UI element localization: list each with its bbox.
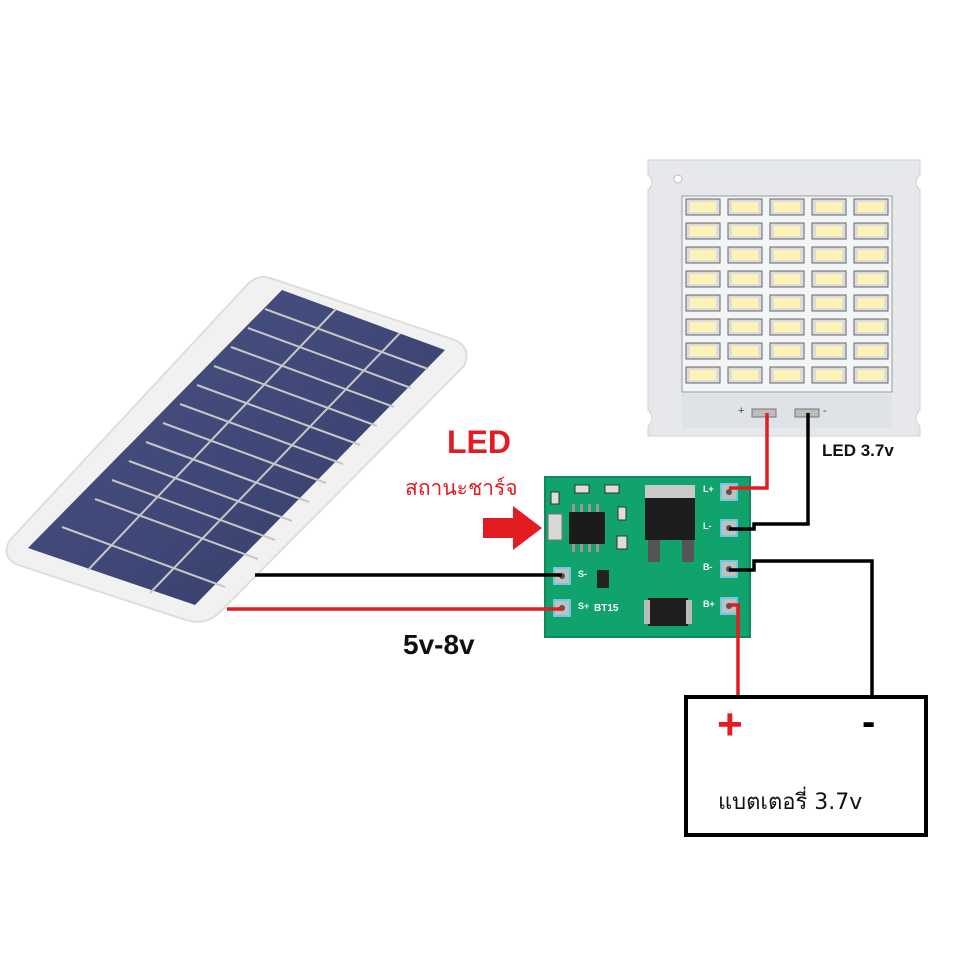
pin-label-b-plus: B+ <box>703 599 715 609</box>
led-panel <box>647 159 921 437</box>
led-indicator-subtitle: สถานะชาร์จ <box>405 476 518 500</box>
indicator-arrow <box>483 506 542 550</box>
pin-label-s-plus: S+ <box>578 601 590 611</box>
led-panel-voltage-label: LED 3.7v <box>822 441 894 460</box>
board-model-label: BT15 <box>594 603 619 614</box>
battery-label: แบตเตอรี่ 3.7v <box>718 790 863 815</box>
input-voltage-label: 5v-8v <box>403 629 475 660</box>
led-pad-plus: + <box>738 405 745 417</box>
battery-minus-sign: - <box>862 700 876 744</box>
pin-label-l-plus: L+ <box>703 484 714 494</box>
wire-led-positive <box>729 413 769 490</box>
pin-label-l-minus: L- <box>703 521 712 531</box>
pin-label-b-minus: B- <box>703 562 713 572</box>
solar-panel <box>5 275 468 623</box>
wire-battery-positive <box>729 603 740 697</box>
wire-led-negative <box>729 413 810 531</box>
wires <box>227 413 874 697</box>
led-indicator-title: LED <box>447 424 511 460</box>
pin-label-s-minus: S- <box>578 569 587 579</box>
led-pad-minus: - <box>823 405 827 417</box>
battery-plus-sign: + <box>717 700 743 749</box>
wire-battery-negative <box>729 559 874 697</box>
battery-box <box>684 695 928 837</box>
charger-board <box>544 476 751 638</box>
